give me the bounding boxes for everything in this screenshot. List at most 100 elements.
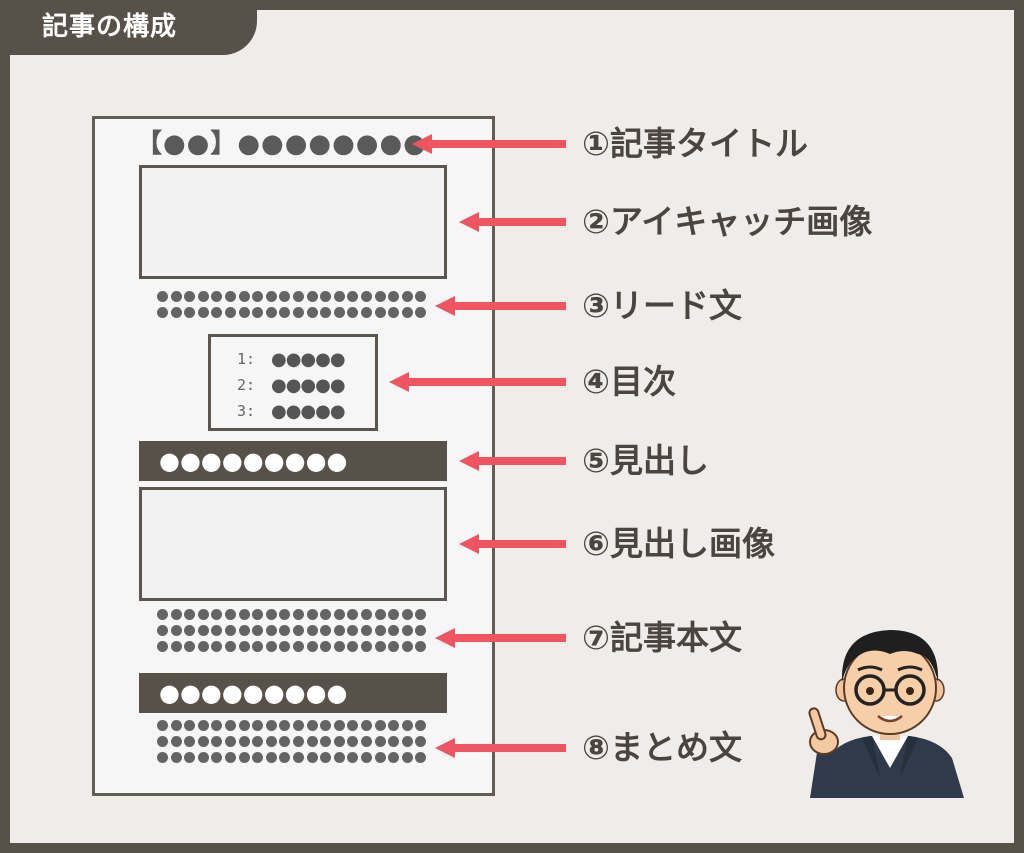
text-dot xyxy=(211,625,223,636)
mock-eyecatch-image xyxy=(139,165,447,279)
text-dot xyxy=(184,736,196,747)
text-dot xyxy=(347,720,359,731)
text-dot xyxy=(415,609,427,620)
text-line xyxy=(157,752,427,766)
text-dot xyxy=(320,641,332,652)
text-dot xyxy=(306,625,318,636)
text-dot xyxy=(224,641,236,652)
text-line xyxy=(157,291,427,305)
mock-heading-image xyxy=(139,487,447,601)
text-dot xyxy=(347,307,359,318)
text-dot xyxy=(279,752,291,763)
text-dot xyxy=(224,720,236,731)
text-dot xyxy=(184,720,196,731)
text-dot xyxy=(170,736,182,747)
toc-text: ●●●●● xyxy=(271,348,346,370)
text-dot xyxy=(157,609,168,620)
text-dot xyxy=(157,641,168,652)
text-dot xyxy=(401,625,413,636)
text-dot xyxy=(197,720,209,731)
text-dot xyxy=(292,752,304,763)
text-dot xyxy=(360,720,372,731)
text-dot xyxy=(211,720,223,731)
text-dot xyxy=(170,752,182,763)
text-dot xyxy=(157,736,168,747)
text-dot xyxy=(197,625,209,636)
text-dot xyxy=(374,641,386,652)
text-dot xyxy=(333,736,345,747)
text-dot xyxy=(333,752,345,763)
label-article-title: ①記事タイトル xyxy=(582,124,808,163)
text-line xyxy=(157,736,427,750)
text-dot xyxy=(238,720,250,731)
text-line xyxy=(157,609,427,623)
text-dot xyxy=(360,752,372,763)
text-dot xyxy=(238,307,250,318)
text-dot xyxy=(184,291,196,302)
text-dot xyxy=(252,625,264,636)
text-dot xyxy=(238,736,250,747)
mock-summary-text xyxy=(157,720,427,766)
text-dot xyxy=(415,720,427,731)
text-dot xyxy=(374,307,386,318)
text-dot xyxy=(347,752,359,763)
text-dot xyxy=(170,307,182,318)
text-dot xyxy=(157,307,168,318)
text-dot xyxy=(252,291,264,302)
text-dot xyxy=(197,307,209,318)
text-dot xyxy=(360,609,372,620)
text-dot xyxy=(252,752,264,763)
text-dot xyxy=(388,736,400,747)
text-dot xyxy=(279,720,291,731)
label-toc: ④目次 xyxy=(582,362,676,401)
text-dot xyxy=(360,291,372,302)
text-dot xyxy=(333,641,345,652)
header-tab: 記事の構成 xyxy=(0,0,257,55)
text-dot xyxy=(306,641,318,652)
text-dot xyxy=(333,720,345,731)
text-dot xyxy=(211,291,223,302)
text-dot xyxy=(347,291,359,302)
toc-number: 2: xyxy=(237,376,256,394)
text-dot xyxy=(374,720,386,731)
text-dot xyxy=(333,307,345,318)
text-dot xyxy=(360,307,372,318)
text-dot xyxy=(197,291,209,302)
text-dot xyxy=(306,752,318,763)
arrow-left-icon xyxy=(459,534,566,554)
text-dot xyxy=(347,641,359,652)
text-dot xyxy=(279,307,291,318)
text-dot xyxy=(306,720,318,731)
header-title: 記事の構成 xyxy=(42,12,178,42)
text-dot xyxy=(279,736,291,747)
text-line xyxy=(157,307,427,321)
text-dot xyxy=(238,291,250,302)
text-dot xyxy=(252,641,264,652)
text-dot xyxy=(279,641,291,652)
mock-lead-text xyxy=(157,291,427,321)
toc-text: ●●●●● xyxy=(271,400,346,422)
text-dot xyxy=(401,720,413,731)
text-dot xyxy=(306,736,318,747)
person-pointing-icon xyxy=(808,630,964,798)
text-dot xyxy=(306,609,318,620)
text-dot xyxy=(211,609,223,620)
text-dot xyxy=(401,752,413,763)
text-dot xyxy=(252,307,264,318)
text-dot xyxy=(211,641,223,652)
text-dot xyxy=(333,609,345,620)
text-dot xyxy=(347,625,359,636)
text-dot xyxy=(320,736,332,747)
text-dot xyxy=(157,752,168,763)
text-dot xyxy=(306,307,318,318)
mock-heading-2: ●●●●●●●●● xyxy=(139,673,447,713)
text-dot xyxy=(320,307,332,318)
text-dot xyxy=(184,609,196,620)
text-dot xyxy=(320,609,332,620)
text-dot xyxy=(388,291,400,302)
toc-item: 1:●●●●● xyxy=(237,346,375,372)
text-dot xyxy=(374,752,386,763)
text-dot xyxy=(292,641,304,652)
text-dot xyxy=(415,625,427,636)
text-dot xyxy=(292,291,304,302)
